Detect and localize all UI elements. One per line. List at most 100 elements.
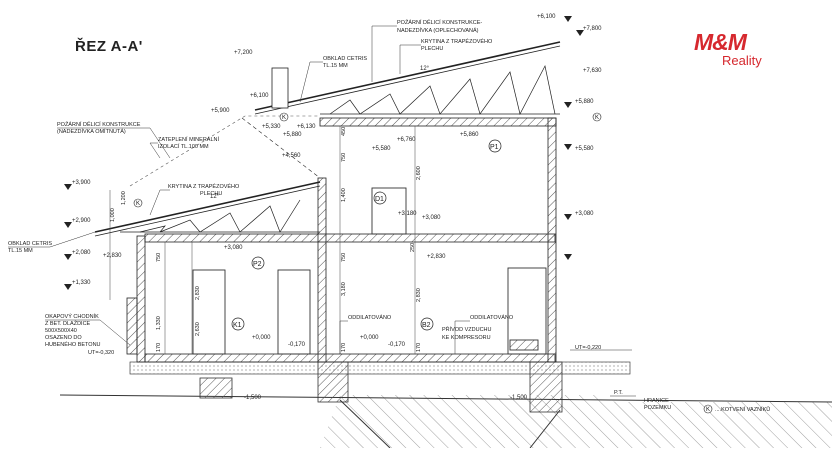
room-b2: B2 [422,322,431,329]
note-legend-k: ....KOTVENÍ VAZNÍKŮ [715,406,770,413]
leader-lines [8,25,636,397]
note-ut-left: UT=-0,320 [88,350,114,356]
level-mid-10: +3,180 [398,211,417,217]
anchor-markers: K K K K [133,112,713,414]
dim-10: 2,630 [195,322,201,336]
level-mid-16: -0,170 [288,342,306,348]
level-mid-19: -1,500 [244,395,262,401]
dim-8: 1,000 [110,208,116,222]
logo-sub: Reality [722,53,762,68]
dim-4: 750 [341,253,347,262]
note-okap-3: 500X500X40 [45,328,77,334]
dim-2: 2,600 [416,166,422,180]
level-right-2: +7,630 [583,68,602,74]
anchor-k-legend: K [706,407,710,413]
note-oddil-1: ODDILATOVÁNO [348,314,392,321]
level-mid-6: +5,880 [283,132,302,138]
level-mid-12: +3,080 [224,245,243,251]
note-obklad-top-1: OBKLAD CETRIS [323,56,367,62]
note-fire-left-1: POŽÁRNÍ DĚLICÍ KONSTRUKCE [57,120,141,128]
level-right-3: +5,880 [575,99,594,105]
anchor-k-1: K [136,201,140,207]
level-left-3: +1,330 [72,280,91,286]
note-hranice-2: POZEMKU [644,405,671,411]
room-p1: P1 [490,144,499,151]
dimension-labels: 450 750 2,600 1,400 750 2,830 3,180 2,83… [110,127,422,352]
level-mid-17: +0,000 [360,335,379,341]
note-fire-left-2: (NADEZDÍVKA OMÍTNUTÁ) [57,128,126,135]
level-mid-5: +6,130 [297,124,316,130]
roof-pitch-lower: 12° [210,194,220,200]
dim-7: 2,830 [195,286,201,300]
level-markers [64,16,584,290]
level-right-4: +5,580 [575,146,594,152]
note-obklad-left-1: OBKLAD CETRIS [8,241,52,247]
level-mid-0: +7,200 [234,50,253,56]
terrain [59,361,832,449]
upper-roof [241,41,561,179]
lower-roof [94,181,321,237]
note-krytina-top-1: KRYTINA Z TRAPÉZOVÉHO [421,38,493,45]
dim-5: 2,830 [416,288,422,302]
dim-13: 250 [410,243,416,252]
note-zatep-2: IZOLACÍ TL.100 MM [158,143,209,150]
level-mid-14: +2,830 [427,254,446,260]
walls [126,117,557,363]
note-ut-right: UT=-0,220 [575,345,601,351]
room-k1: K1 [233,322,242,329]
level-mid-11: +3,080 [422,215,441,221]
note-oddil-2: ODDILATOVÁNO [470,314,514,321]
brand-logo: M&M Reality [694,30,766,76]
logo-main: M&M [694,29,747,55]
note-okap-4: OSAZENO DO [45,335,82,341]
note-krytina-mid-1: KRYTINA Z TRAPÉZOVÉHO [168,183,240,190]
note-obklad-left-2: TL.15 MM [8,248,33,254]
anchor-k-3: K [595,115,599,121]
level-left-2: +2,080 [72,250,91,256]
dim-11: 1,330 [156,316,162,330]
note-pt: P.T. [614,390,623,396]
level-mid-20: -1,500 [510,395,528,401]
level-left-1: +2,900 [72,218,91,224]
dim-14: 170 [341,343,347,352]
level-labels: +3,900 +2,900 +2,080 +1,330 +6,100 +7,80… [72,14,602,401]
dim-16: 1,200 [121,191,127,205]
dim-9: 750 [156,253,162,262]
level-mid-4: +4,560 [282,153,301,159]
note-privod-1: PŘÍVOD VZDUCHU [442,325,492,333]
dim-15: 170 [416,343,422,352]
level-mid-15: +0,000 [252,335,271,341]
note-fire-top-2: NADEZDÍVKA (OPLECHOVANÁ) [397,27,479,34]
dim-0: 450 [341,127,347,136]
level-right-0: +6,100 [537,14,556,20]
note-fire-top-1: POŽÁRNÍ DĚLICÍ KONSTRUKCE- [397,18,482,26]
floor-slab [144,353,556,363]
level-mid-7: +5,860 [460,132,479,138]
room-p2: P2 [253,261,262,268]
level-mid-9: +6,760 [397,137,416,143]
level-mid-1: +6,100 [250,93,269,99]
note-okap-5: HUBENÉHO BETONU [45,341,101,348]
room-d1: D1 [375,196,384,203]
dimension-lines [109,126,416,354]
note-obklad-top-2: TL.15 MM [323,63,348,69]
level-mid-3: +5,900 [211,108,230,114]
level-mid-13: +2,830 [103,253,122,259]
level-right-5: +3,080 [575,211,594,217]
drawing-title: ŘEZ A-A' [75,38,143,55]
note-hranice-1: HRANICE [644,398,669,404]
fire-wall-outline [129,115,320,187]
room-tags: P1 D1 P2 K1 B2 [231,139,502,331]
roof-pitch-upper: 12° [420,66,430,72]
note-okap-2: Z BET. DLAŽDICE [45,319,91,327]
dim-12: 170 [156,343,162,352]
note-krytina-mid-2: PLECHU [200,191,222,197]
note-zatep-1: ZATEPLENÍ MINERÁLNÍ [158,136,219,143]
note-krytina-top-2: PLECHU [421,46,443,52]
level-left-0: +3,900 [72,180,91,186]
dim-1: 750 [341,153,347,162]
note-okap-1: OKAPOVÝ CHODNÍK [45,313,99,320]
annotations: POŽÁRNÍ DĚLICÍ KONSTRUKCE- NADEZDÍVKA (O… [8,18,770,413]
